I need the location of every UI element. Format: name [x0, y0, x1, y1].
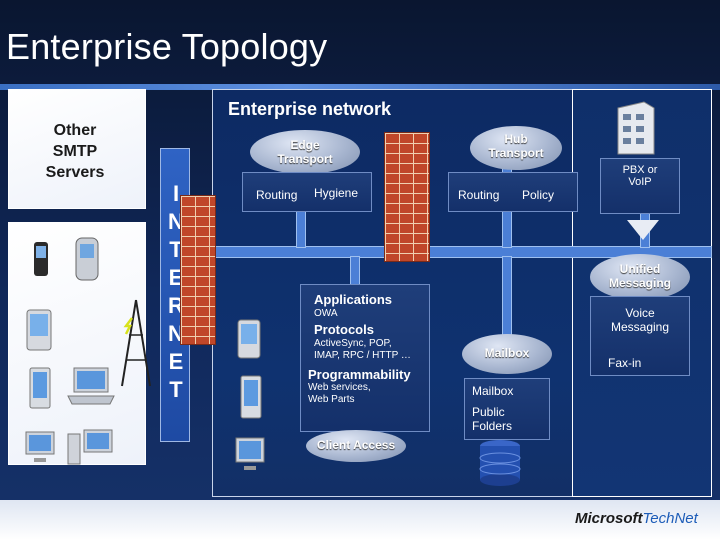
desktop-icon	[235, 437, 265, 470]
firewall-left	[180, 195, 216, 345]
workstation-icon	[67, 429, 113, 465]
client-access-bubble: Client Access	[306, 430, 406, 462]
mailbox-label: Mailbox	[472, 384, 514, 398]
internet-letter: N	[168, 209, 184, 234]
tablet-icon	[29, 367, 51, 409]
access-pipe	[350, 256, 360, 286]
desktop-icon	[25, 431, 55, 462]
title-rule	[0, 84, 720, 90]
smtp-servers-label: Other SMTP Servers	[45, 122, 105, 181]
pocket-pc-icon	[240, 375, 262, 419]
fax-in-label: Fax-in	[608, 356, 642, 370]
internet-letter: I	[172, 181, 180, 206]
pda-icon	[26, 309, 52, 351]
edge-routing-label: Routing	[256, 188, 298, 202]
arrow-down-icon	[627, 220, 659, 240]
internet-letter: N	[168, 321, 184, 346]
mailbox-pipe	[502, 256, 512, 336]
smtp-servers-panel	[8, 89, 146, 209]
smartphone-icon	[75, 237, 99, 281]
microsoft-technet-logo: MicrosoftTechNet	[575, 510, 698, 527]
programmability-detail: Web services,Web Parts	[308, 382, 371, 405]
pda-icon	[237, 319, 261, 359]
database-icon	[479, 440, 521, 486]
unified-messaging-box	[590, 296, 690, 376]
pbx-box	[600, 158, 680, 214]
protocols-label: Protocols	[314, 322, 374, 337]
hub-routing-label: Routing	[458, 188, 500, 202]
cell-tower-icon	[121, 299, 151, 387]
hub-policy-label: Policy	[522, 188, 555, 202]
protocols-detail: ActiveSync, POP,IMAP, RPC / HTTP …	[314, 338, 411, 361]
footer-bar	[0, 500, 720, 540]
programmability-label: Programmability	[308, 367, 411, 382]
edge-transport-box	[242, 172, 372, 212]
mailbox-box	[464, 378, 550, 440]
phone-icon	[34, 242, 48, 276]
edge-hygiene-label: Hygiene	[314, 186, 359, 200]
pbx-building-icon	[617, 101, 655, 155]
internet-letter: T	[169, 377, 183, 402]
enterprise-network-label: Enterprise network	[227, 99, 392, 119]
internet-letter: E	[168, 265, 184, 290]
laptop-icon	[67, 367, 115, 405]
internet-letter: E	[168, 349, 184, 374]
hub-transport-box	[448, 172, 578, 212]
slide-title: Enterprise Topology	[6, 26, 328, 67]
internet-letter: R	[168, 293, 184, 318]
applications-label: Applications	[314, 292, 393, 307]
internet-letter: T	[169, 237, 183, 262]
mailbox-bubble: Mailbox	[462, 334, 552, 374]
firewall-right	[384, 132, 430, 262]
owa-label: OWA	[314, 308, 338, 319]
